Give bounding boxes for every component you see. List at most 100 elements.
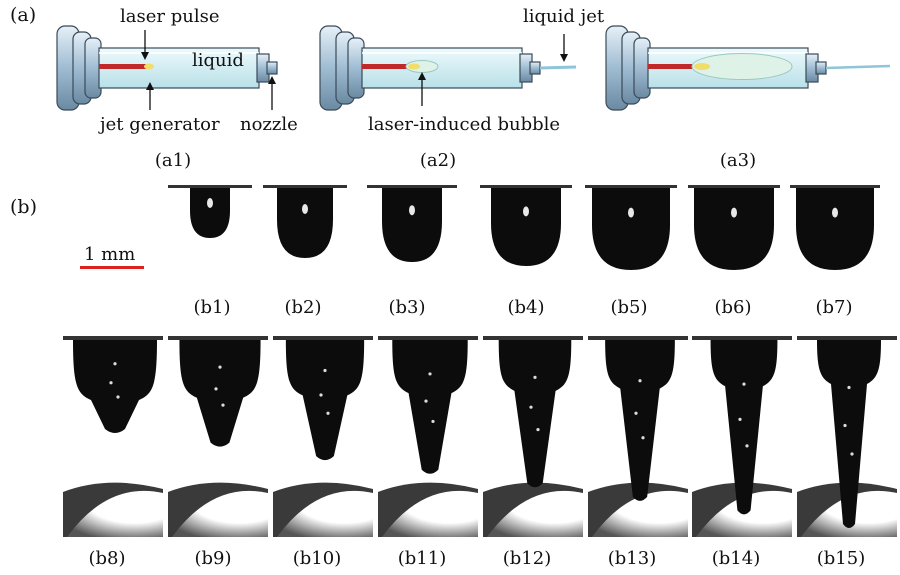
bubble-speck <box>221 403 225 407</box>
caption-b15: (b15) <box>816 548 866 569</box>
bubble-speck <box>536 427 540 432</box>
caption-b10: (b10) <box>292 548 342 569</box>
droplet <box>382 188 442 262</box>
background-glow <box>67 490 163 537</box>
caption-a2: (a2) <box>419 150 457 171</box>
liquid-jet <box>179 340 261 447</box>
bubble-speck <box>113 362 117 366</box>
scale-bar <box>80 266 144 269</box>
bubble-speck <box>109 381 113 385</box>
droplet-frame-b4 <box>480 185 572 266</box>
scale-bar-label: 1 mm <box>84 244 136 265</box>
nozzle-plate <box>483 336 583 340</box>
nozzle-plate <box>588 336 688 340</box>
nozzle-plate <box>797 336 897 340</box>
bubble-speck <box>742 382 746 386</box>
bubble-speck <box>424 399 428 403</box>
droplet-highlight <box>409 205 415 216</box>
bubble-speck <box>738 417 742 421</box>
background-glow <box>592 490 688 537</box>
bubble-speck <box>850 452 854 456</box>
bubble-speck <box>116 395 120 399</box>
nozzle-plate <box>480 185 572 188</box>
bubble-speck <box>533 375 537 379</box>
panel-b-label: (b) <box>10 196 37 218</box>
nozzle-plate <box>63 336 163 340</box>
label-laser-induced-bubble: laser-induced bubble <box>368 114 561 135</box>
laser-fiber <box>99 64 147 69</box>
laser-fiber <box>362 64 410 69</box>
liquid-jet <box>817 340 881 528</box>
label-nozzle: nozzle <box>240 114 298 135</box>
label-jet-generator: jet generator <box>100 114 220 135</box>
caption-b1: (b1) <box>193 297 231 318</box>
background-glow <box>382 490 478 537</box>
caption-b6: (b6) <box>714 297 752 318</box>
liquid-jet <box>605 340 675 501</box>
nozzle <box>266 61 278 75</box>
jet-frame-b13 <box>588 336 688 537</box>
droplet-highlight <box>523 206 529 217</box>
bubble-speck <box>218 365 222 369</box>
caption-a1: (a1) <box>154 150 192 171</box>
bubble-speck <box>529 405 533 409</box>
caption-a3: (a3) <box>719 150 757 171</box>
caption-b4: (b4) <box>507 297 545 318</box>
nozzle-plate <box>168 185 252 188</box>
caption-b9: (b9) <box>194 548 232 569</box>
liquid-jet <box>710 340 778 515</box>
droplet <box>796 188 874 270</box>
jet-generator-diagram-a3 <box>605 25 891 111</box>
jet-frame-b14 <box>692 336 792 537</box>
droplet-highlight <box>302 204 308 214</box>
expanded-bubble <box>691 53 793 80</box>
jet-frame-b9 <box>168 336 268 537</box>
caption-b14: (b14) <box>711 548 761 569</box>
jet-frame-b8 <box>63 336 163 537</box>
caption-b13: (b13) <box>607 548 657 569</box>
bubble-speck <box>638 379 642 383</box>
panel-a-label: (a) <box>10 4 37 26</box>
nozzle-plate <box>585 185 677 188</box>
liquid-jet <box>392 340 468 474</box>
droplet-frame-b1 <box>168 185 252 238</box>
bubble-speck <box>634 411 638 415</box>
label-liquid: liquid <box>192 50 244 71</box>
caption-b11: (b11) <box>397 548 447 569</box>
droplet-highlight <box>832 207 838 218</box>
bubble-speck <box>326 411 330 415</box>
bubble-speck <box>323 368 327 373</box>
laser-fiber <box>648 64 696 69</box>
caption-b3: (b3) <box>388 297 426 318</box>
caption-b8: (b8) <box>88 548 126 569</box>
liquid-jet <box>285 340 365 461</box>
background-glow <box>172 490 268 537</box>
bubble-speck <box>428 372 432 376</box>
caption-b12: (b12) <box>502 548 552 569</box>
jet-frame-b15 <box>797 336 897 537</box>
bubble-speck <box>847 385 851 390</box>
droplet-highlight <box>628 207 634 218</box>
droplet <box>491 188 561 266</box>
droplet <box>592 188 670 270</box>
bubble-speck <box>214 387 218 391</box>
liquid-jet <box>539 65 577 70</box>
liquid-jet <box>498 340 572 488</box>
droplet-frame-b2 <box>263 185 347 258</box>
label-liquid-jet: liquid jet <box>523 6 605 27</box>
nozzle-plate <box>688 185 780 188</box>
droplet-frame-b3 <box>367 185 457 262</box>
droplet-frame-b6 <box>688 185 780 270</box>
laser-spot <box>144 63 154 70</box>
nozzle-plate <box>168 336 268 340</box>
droplet <box>277 188 333 258</box>
nozzle <box>815 61 827 75</box>
droplet-highlight <box>207 198 213 208</box>
droplet-highlight <box>731 207 737 218</box>
bubble-speck <box>641 436 645 440</box>
jet-frame-b10 <box>273 336 373 537</box>
nozzle-plate <box>263 185 347 188</box>
nozzle-plate <box>367 185 457 188</box>
background-glow <box>277 490 373 537</box>
droplet-frame-b5 <box>585 185 677 270</box>
